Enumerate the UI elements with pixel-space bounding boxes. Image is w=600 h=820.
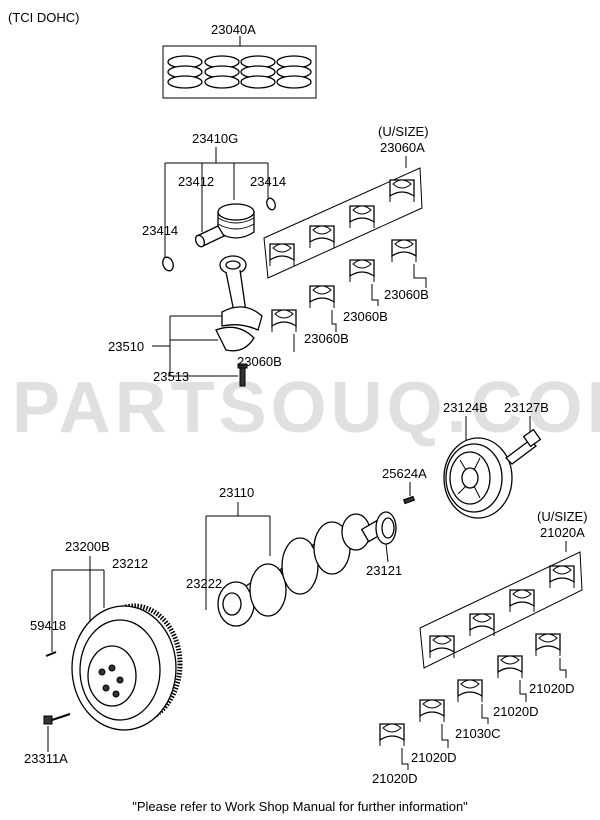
- callout-21030C[interactable]: 21030C: [455, 726, 501, 741]
- piston: [217, 203, 255, 239]
- piston-ring-stack-4: [276, 55, 312, 89]
- leader-23110: [205, 502, 271, 610]
- callout-21020D-2[interactable]: 21020D: [493, 704, 539, 719]
- callout-23060A[interactable]: 23060A: [380, 140, 425, 155]
- snap-ring-left: [162, 256, 174, 272]
- callout-23060B-3[interactable]: 23060B: [304, 331, 349, 346]
- callout-23060B-4[interactable]: 23060B: [237, 354, 282, 369]
- callout-23410G[interactable]: 23410G: [192, 131, 238, 146]
- footer-note: "Please refer to Work Shop Manual for fu…: [132, 799, 468, 814]
- callout-23212[interactable]: 23212: [112, 556, 148, 571]
- piston-pin: [194, 225, 225, 248]
- callout-25624A[interactable]: 25624A: [382, 466, 427, 481]
- callout-23414-left[interactable]: 23414: [142, 223, 178, 238]
- piston-ring-set: [162, 36, 317, 99]
- callout-21020D-3[interactable]: 21020D: [411, 750, 457, 765]
- con-rod-bearing-set-frame: [263, 167, 423, 279]
- piston-ring-stack-2: [204, 55, 240, 89]
- pulley-bolt: [505, 428, 542, 465]
- leaders-21020D: [401, 658, 567, 770]
- main-bearing-set-frame: [419, 551, 583, 669]
- callout-23127B[interactable]: 23127B: [504, 400, 549, 415]
- leader-23410G: [164, 147, 269, 258]
- crankshaft: [217, 513, 386, 627]
- callout-21020A-usize[interactable]: (U/SIZE): [537, 509, 588, 524]
- flywheel: [71, 603, 183, 731]
- connecting-rod: [215, 255, 263, 352]
- callout-23121[interactable]: 23121: [366, 563, 402, 578]
- dowel-pin: [45, 651, 57, 657]
- callout-21020D-4[interactable]: 21020D: [372, 771, 418, 786]
- callout-23124B[interactable]: 23124B: [443, 400, 488, 415]
- callout-21020A[interactable]: 21020A: [540, 525, 585, 540]
- callout-23412[interactable]: 23412: [178, 174, 214, 189]
- con-rod-bolt: [237, 363, 248, 387]
- snap-ring-right: [266, 197, 276, 211]
- callout-23200B[interactable]: 23200B: [65, 539, 110, 554]
- callout-23040A[interactable]: 23040A: [211, 22, 256, 37]
- callout-23222[interactable]: 23222: [186, 576, 222, 591]
- callout-23060B-1[interactable]: 23060B: [384, 287, 429, 302]
- callout-21020D-1[interactable]: 21020D: [529, 681, 575, 696]
- flywheel-bolt: [43, 713, 71, 725]
- callout-23060A-usize[interactable]: (U/SIZE): [378, 124, 429, 139]
- watermark: PARTSOUQ.COM: [12, 368, 600, 448]
- callout-59418[interactable]: 59418: [30, 618, 66, 633]
- piston-ring-stack-3: [240, 55, 276, 89]
- sprocket: [375, 511, 397, 545]
- leader-23510: [152, 315, 238, 377]
- callout-23510[interactable]: 23510: [108, 339, 144, 354]
- callout-23060B-2[interactable]: 23060B: [343, 309, 388, 324]
- callout-23110[interactable]: 23110: [219, 485, 254, 500]
- engine-type-label: (TCI DOHC): [8, 10, 80, 25]
- leaders-23060B: [293, 264, 427, 352]
- leader-23200B: [51, 556, 105, 652]
- callout-23311A[interactable]: 23311A: [24, 751, 68, 766]
- damper-pulley: [443, 437, 513, 519]
- piston-ring-stack-1: [167, 55, 203, 89]
- callout-23513[interactable]: 23513: [153, 369, 189, 384]
- woodruff-key: [402, 495, 416, 505]
